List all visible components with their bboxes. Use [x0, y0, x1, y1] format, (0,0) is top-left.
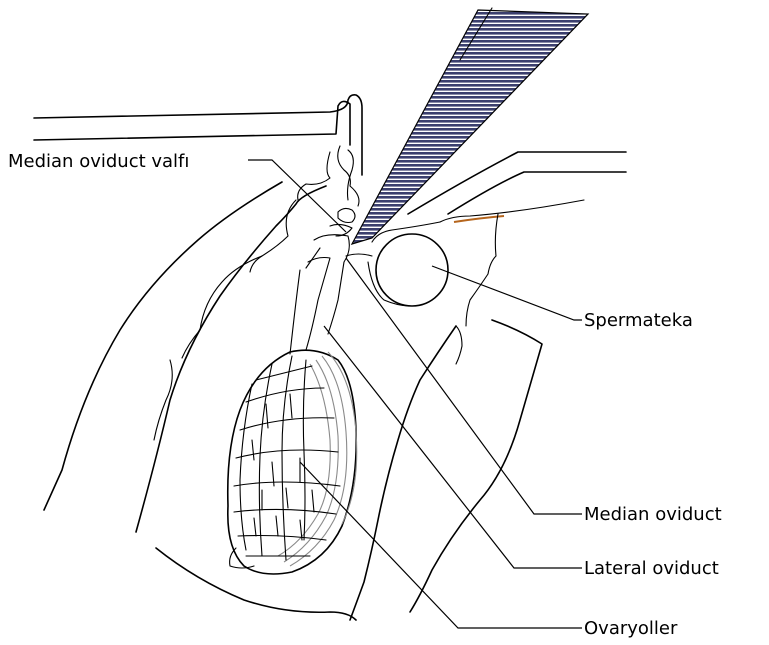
right-body-wall [350, 214, 542, 620]
label-median-oviduct-valve: Median oviduct valfı [8, 151, 189, 172]
leader-lateral-oviduct [324, 326, 582, 568]
label-median-oviduct: Median oviduct [584, 504, 722, 525]
label-lateral-oviduct: Lateral oviduct [584, 558, 719, 579]
spermatheca [346, 234, 448, 306]
median-oviduct [290, 235, 349, 354]
leader-median-oviduct [346, 258, 582, 514]
label-ovarioles: Ovaryoller [584, 618, 678, 639]
hatched-stylet [352, 10, 588, 244]
median-oviduct-valve [330, 150, 355, 236]
ovary [228, 350, 357, 574]
leader-lines [248, 160, 582, 628]
leader-median-oviduct-valve [248, 160, 346, 232]
leader-ovarioles [300, 462, 582, 628]
leader-spermatheca [432, 266, 582, 320]
label-spermatheca: Spermateka [584, 310, 693, 331]
ventral-wall [156, 548, 356, 620]
left-body-wall [44, 182, 326, 532]
